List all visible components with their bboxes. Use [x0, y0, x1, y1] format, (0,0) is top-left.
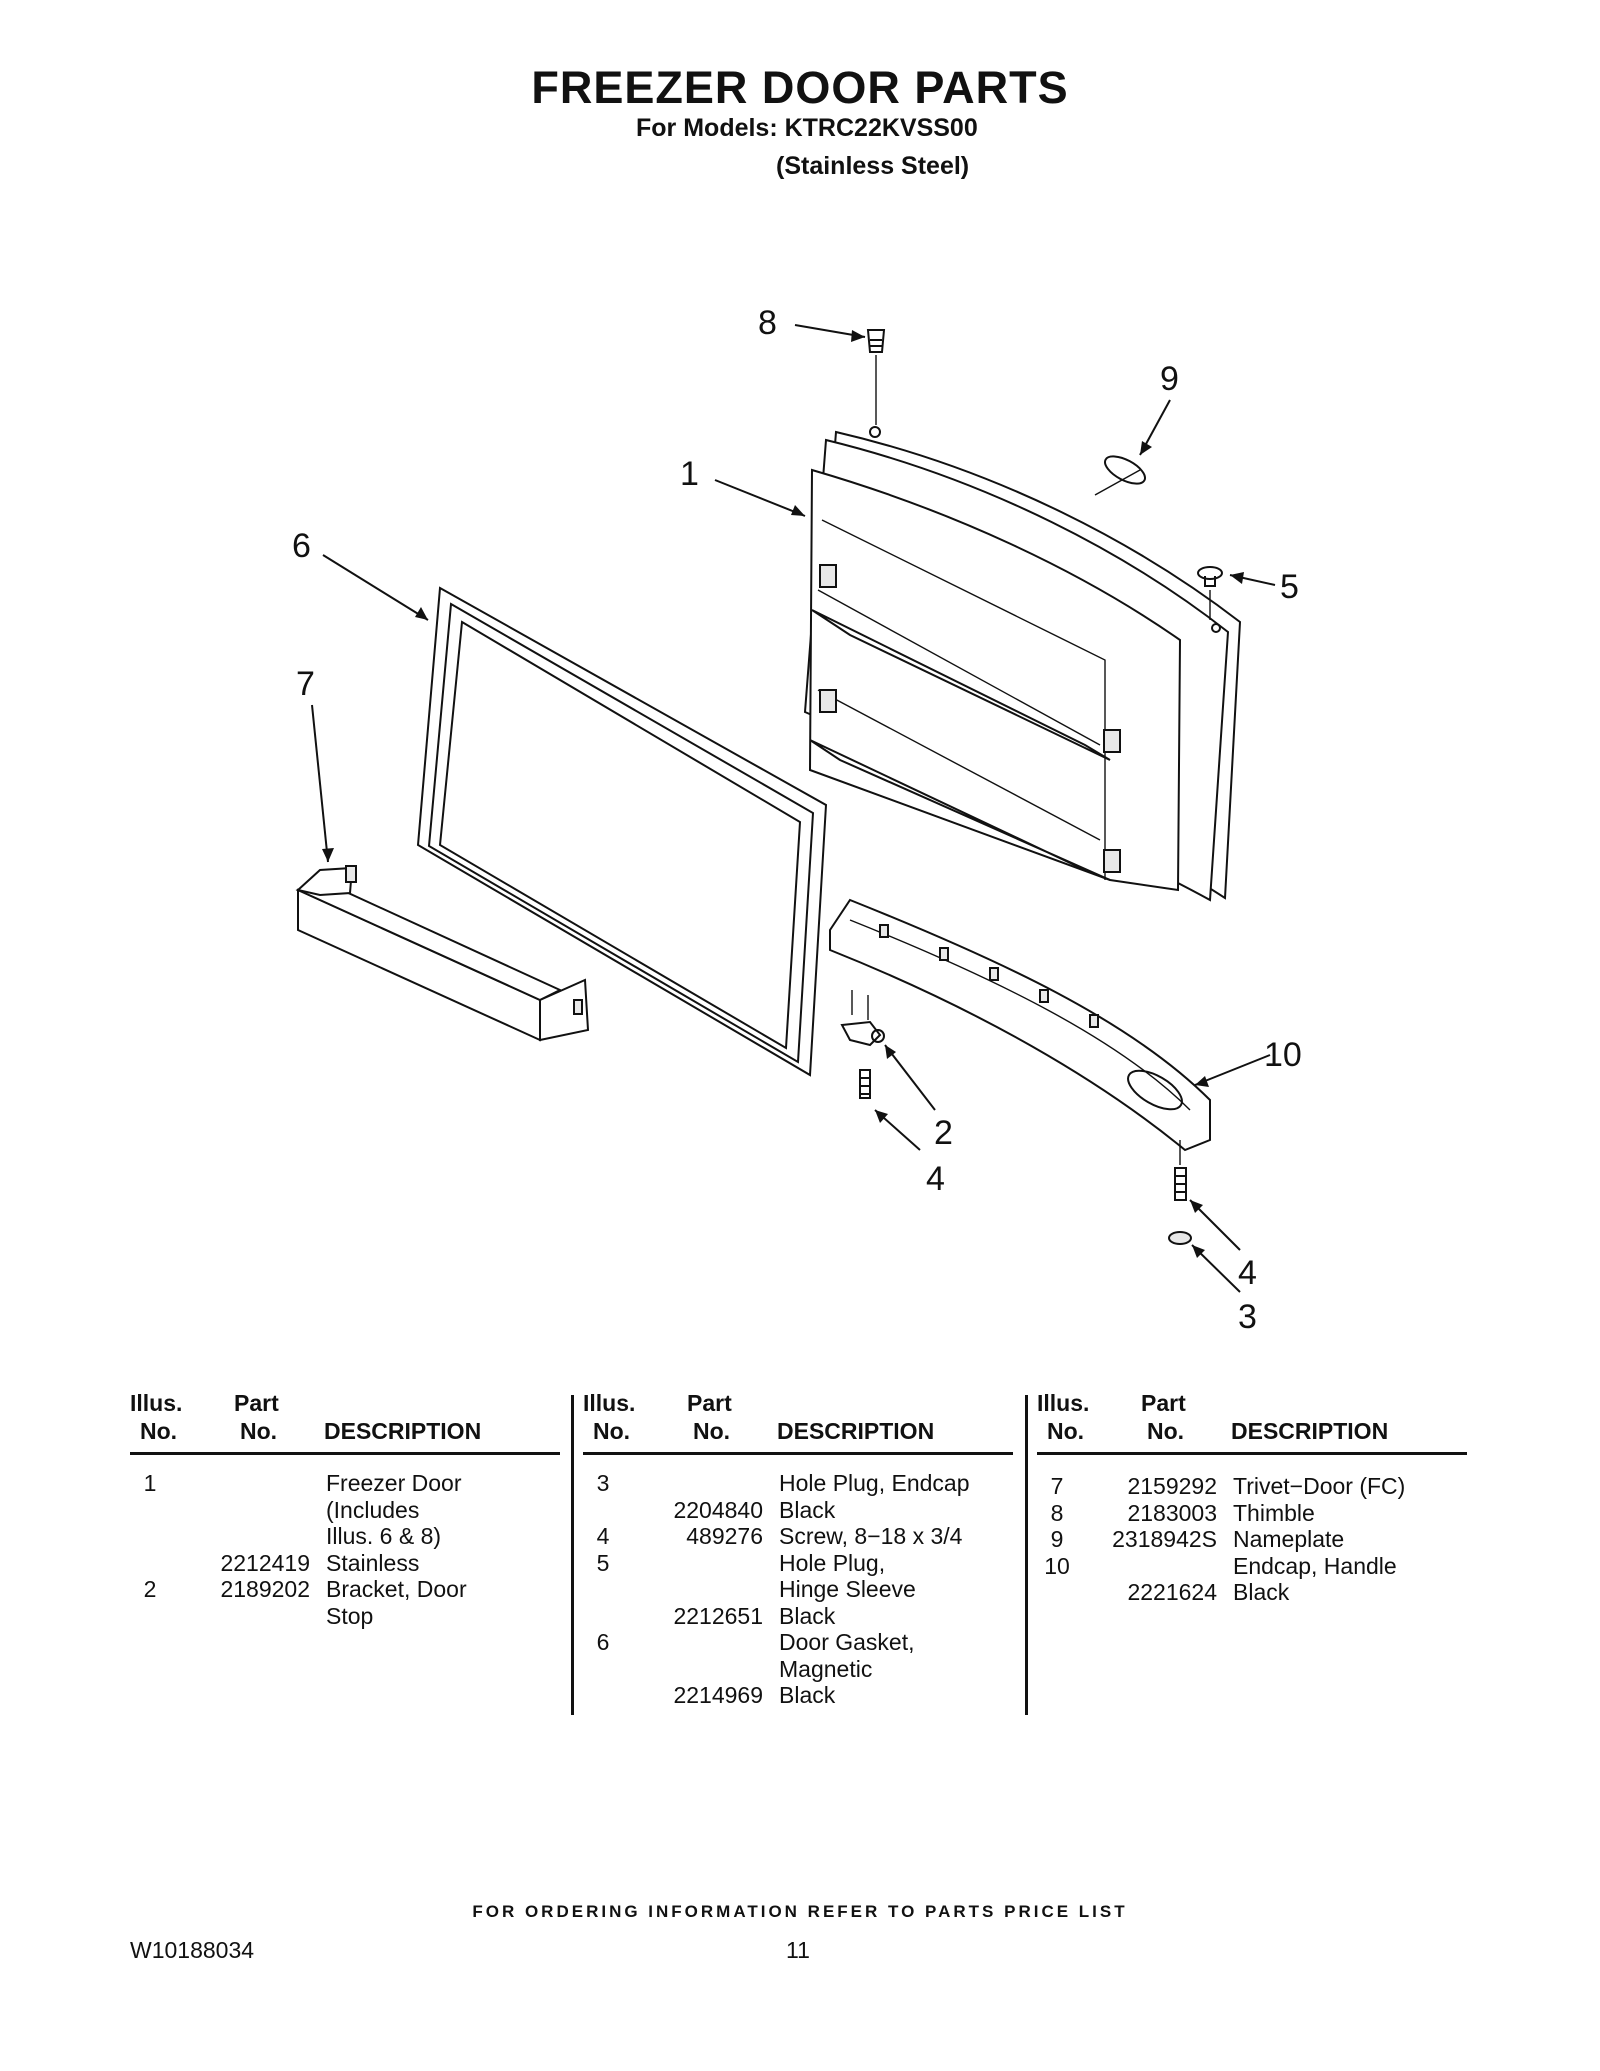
- column-divider: [571, 1395, 574, 1715]
- header-part-no: No.: [240, 1418, 278, 1444]
- description: Endcap, Handle: [1233, 1552, 1397, 1579]
- description: Thimble: [1233, 1499, 1315, 1526]
- callout-label: 4: [926, 1160, 945, 1198]
- exploded-parts-diagram: 8 9 1 6 5 7 10 2 4 4 3: [292, 304, 1302, 1336]
- models-line: For Models: KTRC22KVSS00: [636, 114, 978, 142]
- part-no: 2214969: [673, 1682, 763, 1708]
- header-description: DESCRIPTION: [1231, 1418, 1389, 1444]
- description: Black: [779, 1682, 836, 1708]
- header-description: DESCRIPTION: [777, 1418, 935, 1444]
- header-illus: Illus.: [583, 1390, 636, 1416]
- description: Bracket, Door: [326, 1576, 467, 1602]
- description: Black: [779, 1496, 836, 1523]
- column-divider: [1025, 1395, 1028, 1715]
- part-no: 489276: [686, 1523, 763, 1549]
- illus-no: 4: [596, 1523, 610, 1549]
- illus-no: 7: [1050, 1473, 1064, 1499]
- part-no: 2189202: [220, 1576, 310, 1602]
- part-no: 2318942S: [1112, 1526, 1217, 1552]
- description: Stop: [326, 1602, 374, 1629]
- illus-no: 5: [596, 1549, 610, 1576]
- part-no: 2212651: [673, 1602, 763, 1629]
- description: Trivet−Door (FC): [1233, 1473, 1406, 1499]
- illus-no: 2: [143, 1576, 157, 1602]
- part-no: 2212419: [220, 1549, 310, 1576]
- screw-and-plug-drawing: [1168, 1140, 1192, 1245]
- header-part: Part: [1141, 1390, 1186, 1416]
- header-rule: [583, 1452, 1013, 1455]
- bracket-door-stop-drawing: [840, 990, 885, 1099]
- callout-label: 8: [758, 304, 777, 342]
- description: Stainless: [326, 1549, 420, 1576]
- thimble-drawing: [866, 329, 886, 425]
- part-no: 2221624: [1127, 1579, 1217, 1605]
- page-title: FREEZER DOOR PARTS: [531, 62, 1069, 113]
- callout-label: 1: [680, 455, 699, 493]
- illus-no: 8: [1050, 1499, 1064, 1526]
- callout-label: 9: [1160, 360, 1179, 398]
- part-no: 2159292: [1127, 1473, 1217, 1499]
- endcap-handle-drawing: [829, 898, 1211, 1152]
- callout-arrows: [311, 324, 1276, 1293]
- description: Hole Plug, Endcap: [779, 1470, 970, 1496]
- part-no: 2183003: [1127, 1499, 1217, 1526]
- header-rule: [1037, 1452, 1467, 1455]
- description: Black: [779, 1602, 836, 1629]
- illus-no: 10: [1044, 1552, 1070, 1579]
- freezer-door-drawing: [803, 426, 1242, 902]
- header-illus-no: No.: [593, 1418, 631, 1444]
- header-illus: Illus.: [1037, 1390, 1090, 1416]
- illus-no: 9: [1050, 1526, 1064, 1552]
- nameplate-drawing: [1094, 455, 1146, 496]
- header-part: Part: [687, 1390, 732, 1416]
- callout-label: 7: [296, 665, 315, 703]
- header-part-no: No.: [693, 1418, 731, 1444]
- header-description: DESCRIPTION: [324, 1418, 482, 1444]
- header-illus-no: No.: [1047, 1418, 1085, 1444]
- description: Hinge Sleeve: [779, 1576, 916, 1602]
- header-part-no: No.: [1147, 1418, 1185, 1444]
- description: Door Gasket,: [779, 1629, 915, 1655]
- description: (Includes: [326, 1496, 420, 1523]
- illus-no: 6: [596, 1629, 610, 1655]
- header-illus-no: No.: [140, 1418, 178, 1444]
- hole-plug-hinge-drawing: [1197, 566, 1223, 620]
- page-number: 11: [786, 1937, 810, 1963]
- description: Black: [1233, 1579, 1290, 1605]
- ordering-note: FOR ORDERING INFORMATION REFER TO PARTS …: [472, 1902, 1128, 1921]
- header-part: Part: [234, 1390, 279, 1416]
- part-no: 2204840: [673, 1496, 763, 1523]
- callout-label: 5: [1280, 568, 1299, 606]
- description: Illus. 6 & 8): [326, 1523, 442, 1549]
- callout-label: 3: [1238, 1298, 1257, 1336]
- callout-label: 4: [1238, 1254, 1257, 1292]
- trivet-door-drawing: [295, 865, 590, 1042]
- description: Magnetic: [779, 1655, 873, 1682]
- description: Freezer Door: [326, 1470, 462, 1496]
- description: Hole Plug,: [779, 1549, 886, 1576]
- header-rule: [130, 1452, 560, 1455]
- illus-no: 3: [596, 1470, 610, 1496]
- callout-label: 6: [292, 527, 311, 565]
- finish-line: (Stainless Steel): [776, 152, 970, 180]
- description: Screw, 8−18 x 3/4: [779, 1523, 963, 1549]
- callout-label: 2: [934, 1114, 953, 1152]
- description: Nameplate: [1233, 1526, 1345, 1552]
- header-illus: Illus.: [130, 1390, 183, 1416]
- illus-no: 1: [143, 1470, 157, 1496]
- document-number: W10188034: [130, 1937, 255, 1963]
- door-gasket-drawing: [416, 586, 828, 1077]
- callout-label: 10: [1264, 1036, 1302, 1074]
